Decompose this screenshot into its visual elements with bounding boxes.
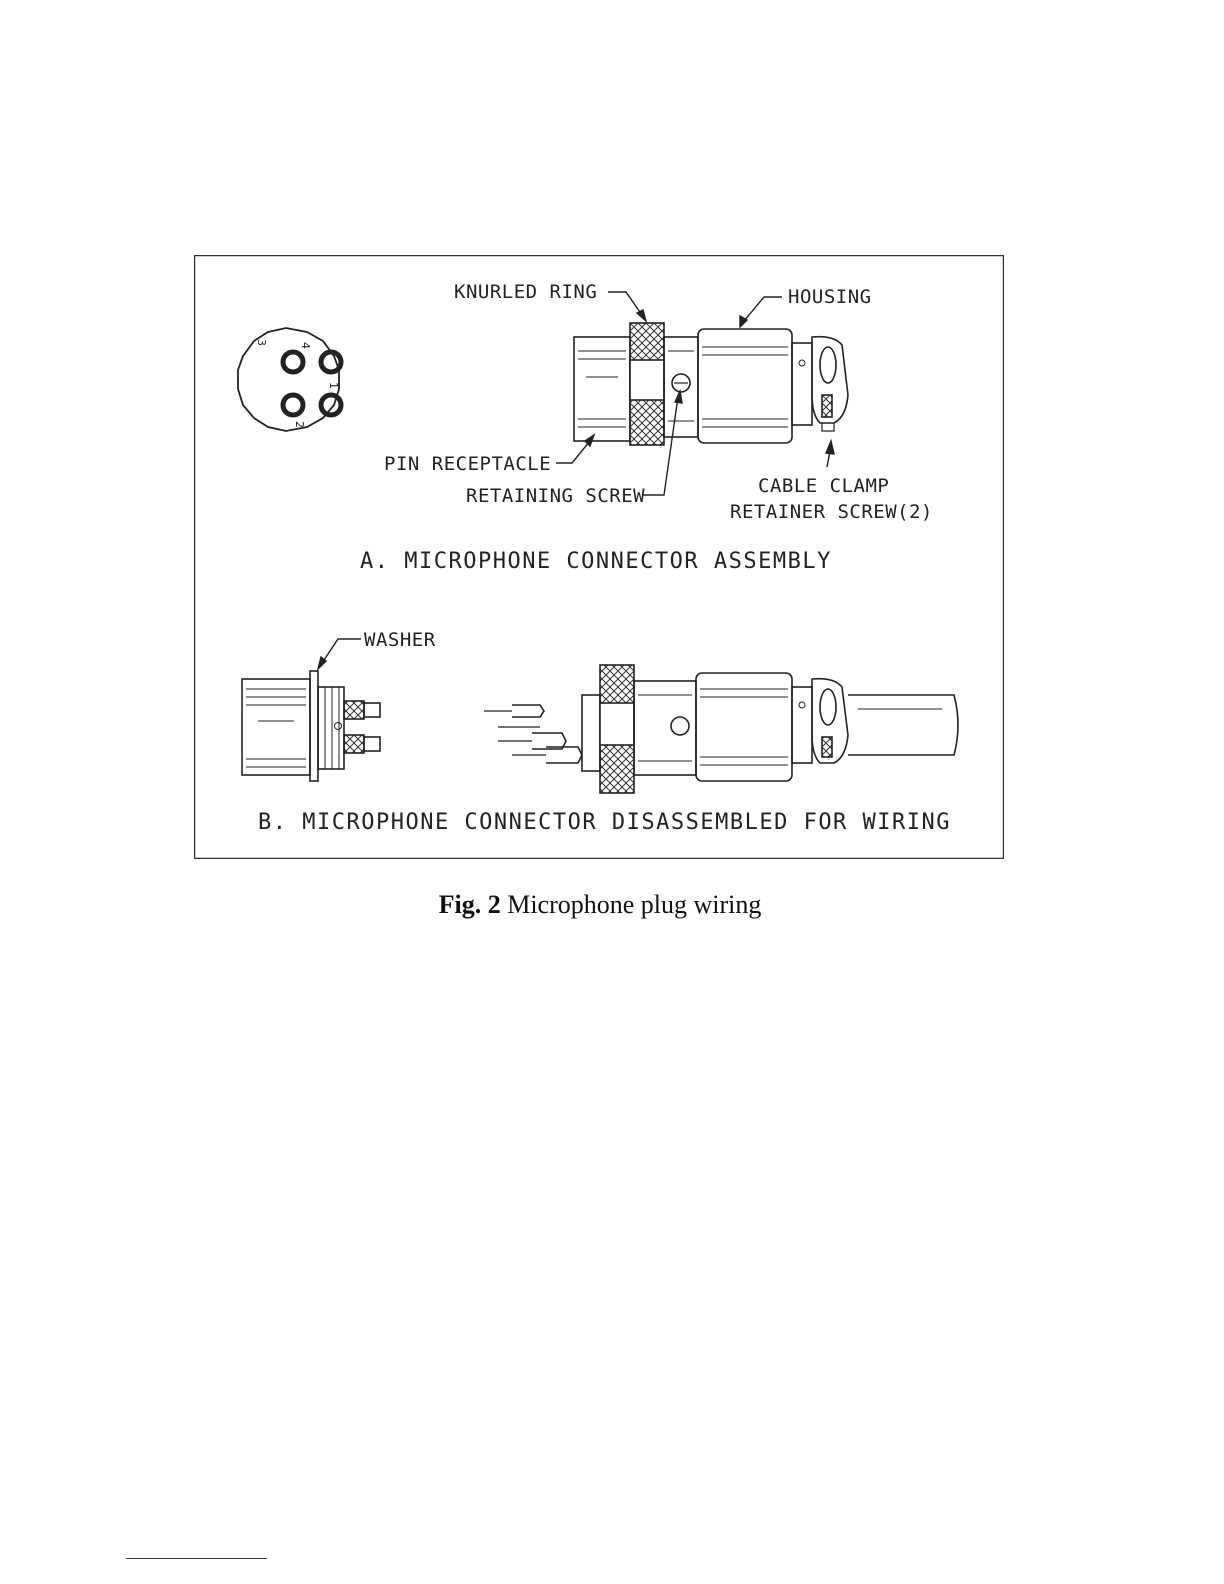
pin-socket-1 (321, 395, 341, 415)
figure-caption: Fig. 2 Microphone plug wiring (0, 890, 1200, 920)
pin-number-3: 3 (255, 339, 268, 346)
label-cable-clamp: CABLE CLAMP (758, 475, 889, 497)
section-b-title: B. MICROPHONE CONNECTOR DISASSEMBLED FOR… (258, 810, 951, 835)
figure-caption-text: Microphone plug wiring (501, 890, 762, 919)
label-retaining-screw: RETAINING SCREW (466, 485, 645, 507)
figure-number: Fig. 2 (439, 890, 501, 919)
pin-face-view (238, 328, 341, 431)
pin-number-1: 1 (327, 382, 340, 389)
pin-number-2: 2 (293, 421, 306, 428)
washer (310, 671, 318, 781)
label-retainer-screw: RETAINER SCREW(2) (730, 501, 933, 523)
connector-diagram: 1 2 3 4 KNURLED RING HOUSING PIN RECEPTA… (194, 255, 1004, 859)
pin-socket-2 (283, 395, 303, 415)
label-washer: WASHER (364, 629, 436, 651)
footnote-rule (126, 1558, 267, 1559)
label-knurled-ring: KNURLED RING (454, 281, 597, 303)
pin-socket-4 (321, 352, 341, 372)
disassembled-receptacle (242, 671, 380, 781)
figure-frame: 1 2 3 4 KNURLED RING HOUSING PIN RECEPTA… (194, 255, 1004, 859)
pin-number-4: 4 (299, 342, 312, 349)
label-pin-receptacle: PIN RECEPTACLE (384, 453, 551, 475)
label-housing: HOUSING (788, 286, 872, 308)
assembled-connector (574, 323, 848, 445)
section-a-title: A. MICROPHONE CONNECTOR ASSEMBLY (360, 549, 832, 574)
leader-lines (318, 292, 834, 669)
pin-socket-3 (283, 352, 303, 372)
disassembled-body (484, 665, 958, 793)
